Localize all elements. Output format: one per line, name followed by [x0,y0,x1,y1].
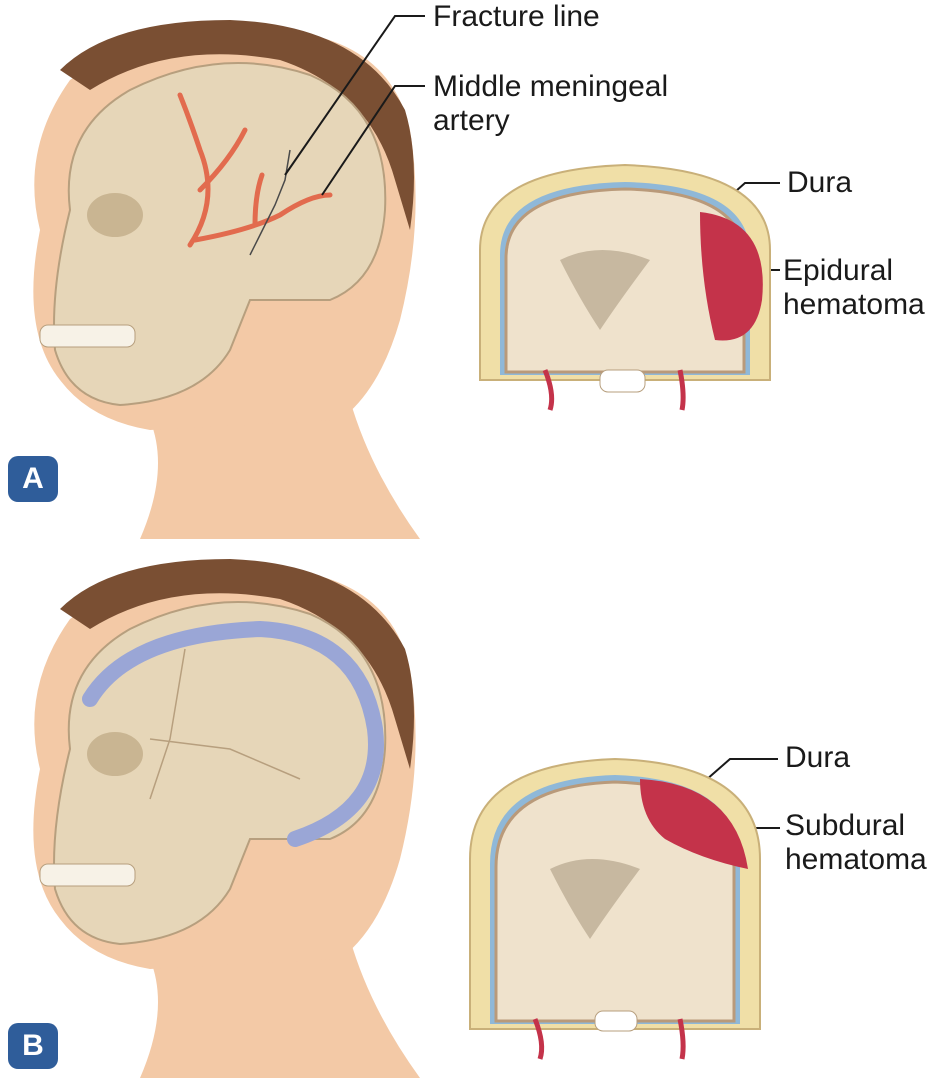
skull [53,601,387,946]
coronal-section-a [479,163,771,411]
epidural-illustration [33,15,780,539]
panel-b-badge: B [8,1023,58,1069]
suture-lines [149,648,301,800]
panel-a: Fracture line Middle meningeal artery Du… [8,0,925,539]
subdural-illustration [33,559,780,1078]
label-dura-b: Dura [785,741,851,774]
teeth [39,863,136,887]
eye-socket [87,193,143,237]
middle-meningeal-artery [177,92,333,248]
neck [140,939,420,1078]
eye-socket [87,732,143,776]
coronal-section-b [469,757,761,1060]
label-middle-meningeal-artery: Middle meningeal artery [433,70,669,137]
subdural-band [82,620,384,847]
epidural-hematoma [700,212,763,341]
label-dura-a: Dura [787,166,853,199]
panel-a-badge: A [8,456,58,502]
subdural-hematoma [640,779,748,869]
teeth [39,324,136,348]
label-epidural-hematoma: Epidural hematoma [783,254,925,321]
panel-b: Dura Subdural hematoma B [0,539,942,1078]
hair [60,20,414,230]
neck [140,400,420,539]
leader-lines-a [284,15,780,271]
fracture-line [249,149,291,256]
hair [60,559,414,769]
label-fracture-line: Fracture line [433,0,600,33]
label-subdural-hematoma: Subdural hematoma [785,809,927,876]
